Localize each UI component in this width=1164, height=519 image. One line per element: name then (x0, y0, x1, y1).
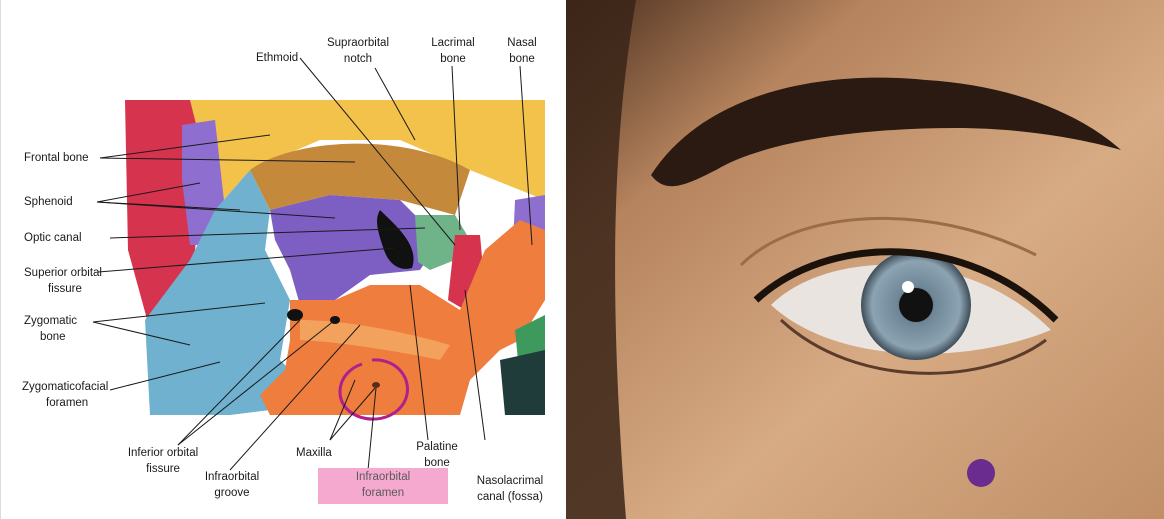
pupil (899, 288, 933, 322)
anatomy-diagram-panel: Frontal bone Sphenoid Optic canal Superi… (0, 0, 558, 519)
label-zygomatic-bone-line2: bone (40, 330, 66, 344)
label-inferior-orbital-fissure-line1: Inferior orbital (108, 446, 218, 460)
zygomaticofacial-foramen-spot (287, 309, 303, 321)
dark-right-edge (500, 350, 545, 415)
label-infraorbital-groove-line1: Infraorbital (192, 470, 272, 484)
label-supraorbital-notch-line2: notch (318, 52, 398, 66)
label-infraorbital-foramen-line1: Infraorbital (318, 470, 448, 484)
label-nasal-bone-line1: Nasal (494, 36, 550, 50)
eye-photo-illustration (566, 0, 1164, 519)
label-zygomaticofacial-foramen-line2: foramen (46, 396, 88, 410)
label-nasolacrimal-canal-line2: canal (fossa) (462, 490, 558, 504)
label-sphenoid: Sphenoid (24, 195, 73, 209)
label-optic-canal: Optic canal (24, 231, 82, 245)
label-palatine-bone-line1: Palatine (402, 440, 472, 454)
label-lacrimal-bone-line2: bone (418, 52, 488, 66)
orbit-bones-illustration (0, 0, 558, 519)
marker-dot (967, 459, 995, 487)
label-supraorbital-notch-line1: Supraorbital (318, 36, 398, 50)
label-ethmoid: Ethmoid (256, 51, 298, 65)
eye-photo-panel (566, 0, 1164, 519)
label-maxilla: Maxilla (296, 446, 332, 460)
label-nasal-bone-line2: bone (494, 52, 550, 66)
catchlight (902, 281, 914, 293)
label-nasolacrimal-canal-line1: Nasolacrimal (462, 474, 558, 488)
label-zygomaticofacial-foramen-line1: Zygomaticofacial (22, 380, 108, 394)
label-superior-orbital-fissure-line2: fissure (48, 282, 82, 296)
label-superior-orbital-fissure-line1: Superior orbital (24, 266, 102, 280)
label-frontal-bone: Frontal bone (24, 151, 89, 165)
label-lacrimal-bone-line1: Lacrimal (418, 36, 488, 50)
label-zygomatic-bone-line1: Zygomatic (24, 314, 77, 328)
label-infraorbital-foramen-line2: foramen (318, 486, 448, 500)
skin-background (566, 0, 1164, 519)
label-infraorbital-groove-line2: groove (192, 486, 272, 500)
